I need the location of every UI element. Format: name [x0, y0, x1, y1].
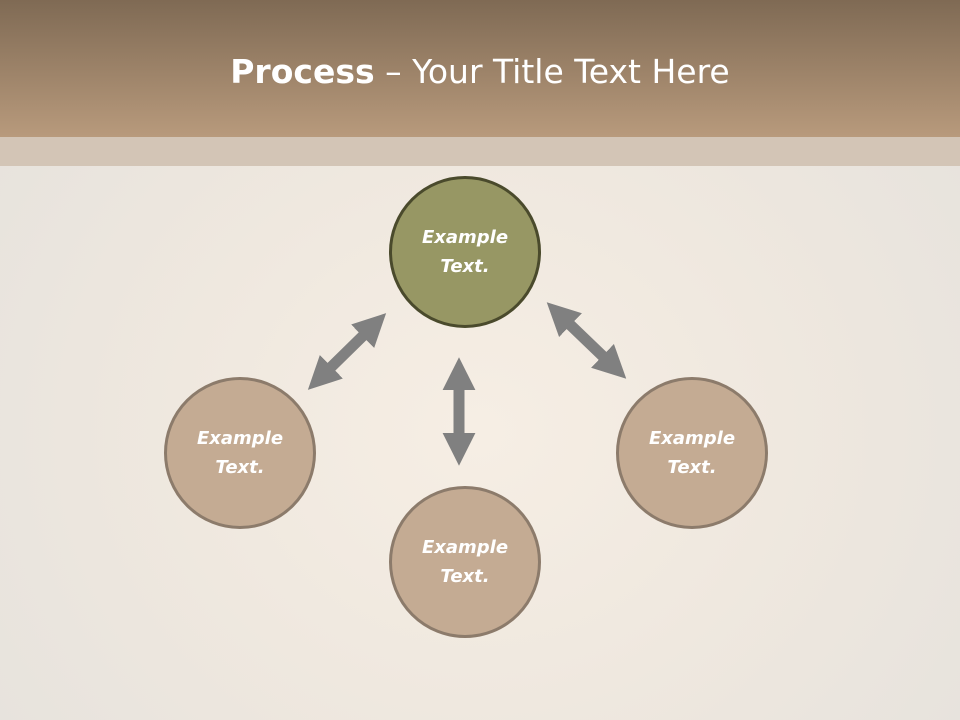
title-rest: – Your Title Text Here [374, 52, 730, 91]
node-label: Text. [440, 566, 490, 587]
arrow-right-diagonal [546, 302, 627, 379]
node-label: Text. [667, 457, 717, 478]
node-label: Example [648, 428, 736, 449]
title-band [0, 137, 960, 166]
slide-title: Process – Your Title Text Here [0, 52, 960, 91]
node-label: Text. [215, 457, 265, 478]
title-bold: Process [230, 52, 375, 91]
node-label: Example [421, 537, 509, 558]
arrow-left-diagonal [307, 313, 387, 390]
node-label: Example [196, 428, 284, 449]
title-bar [0, 0, 960, 137]
node-label: Example [421, 227, 509, 248]
node-label: Text. [440, 256, 490, 277]
